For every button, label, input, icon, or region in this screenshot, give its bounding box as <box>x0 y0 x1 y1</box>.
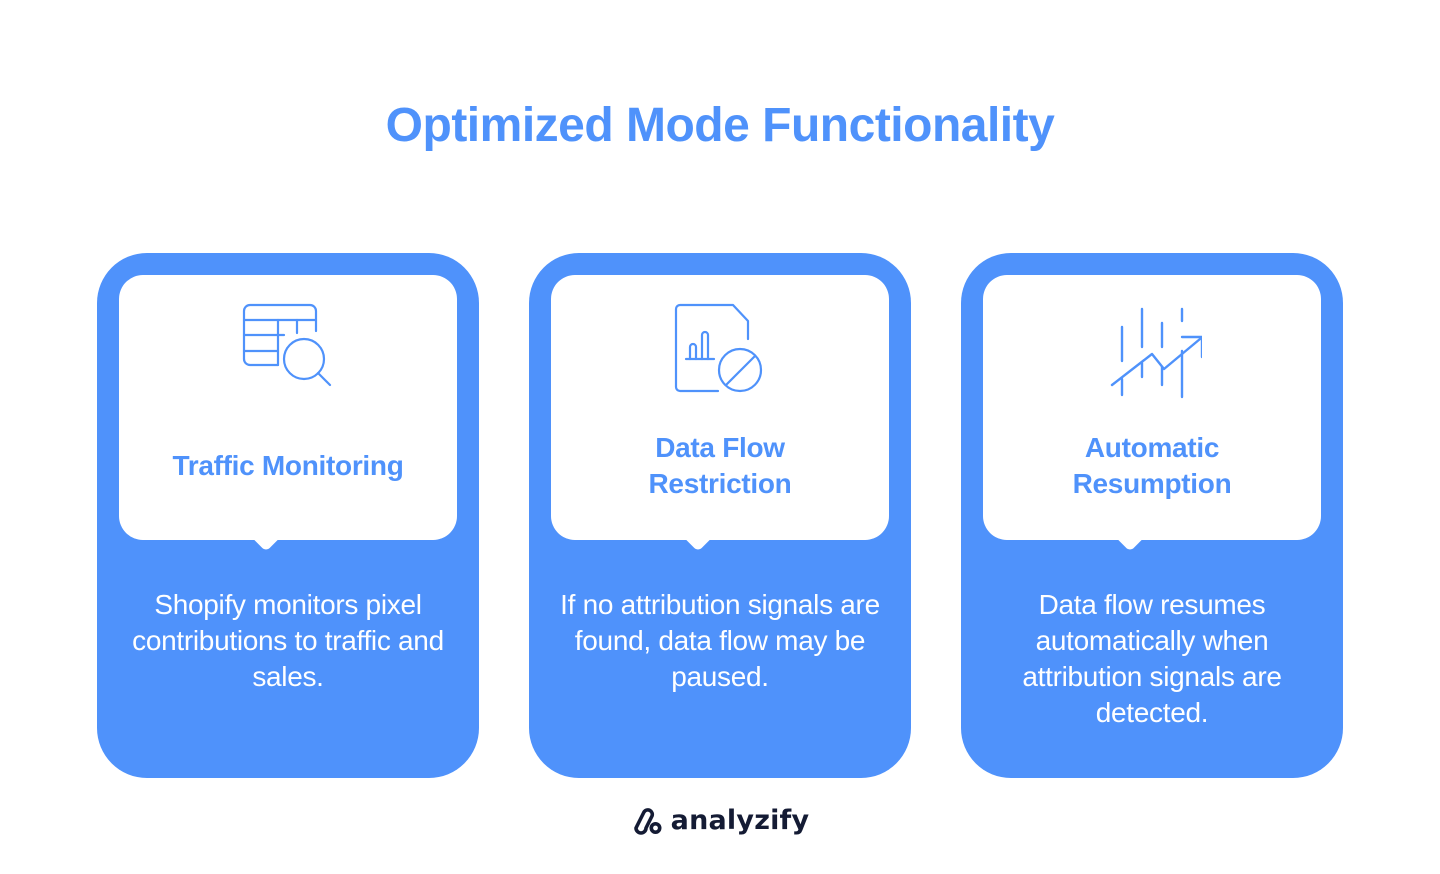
page-title: Optimized Mode Functionality <box>385 99 1055 152</box>
card-heading: Automatic Resumption <box>983 430 1321 502</box>
card-heading: Data Flow Restriction <box>551 430 889 502</box>
card-header-panel: Traffic Monitoring <box>119 275 457 540</box>
card-heading-line: Automatic <box>1084 432 1220 463</box>
trend-up-arrow-icon <box>1110 307 1202 399</box>
analyzify-logo-icon <box>633 808 662 835</box>
card-description: Shopify monitors pixel contributions to … <box>132 589 444 692</box>
card-header-panel: Automatic Resumption <box>983 275 1321 540</box>
brand-name: analyzify <box>670 804 810 836</box>
card-heading: Traffic Monitoring <box>172 450 404 481</box>
feature-card-traffic-monitoring: Traffic Monitoring Shopify monitors pixe… <box>97 253 479 778</box>
brand-footer: analyzify <box>0 804 1440 836</box>
feature-card-data-flow-restriction: Data Flow Restriction If no attribution … <box>529 253 911 778</box>
card-header-panel: Data Flow Restriction <box>551 275 889 540</box>
document-chart-blocked-icon <box>674 303 763 393</box>
feature-card-automatic-resumption: Automatic Resumption Data flow resumes a… <box>961 253 1343 778</box>
table-search-icon <box>242 303 332 387</box>
card-heading-line: Data Flow <box>655 432 785 463</box>
card-heading-line: Resumption <box>1072 468 1232 499</box>
card-heading-line: Restriction <box>648 468 792 499</box>
card-description: If no attribution signals are found, dat… <box>560 589 880 692</box>
card-description: Data flow resumes automatically when att… <box>1022 589 1282 728</box>
